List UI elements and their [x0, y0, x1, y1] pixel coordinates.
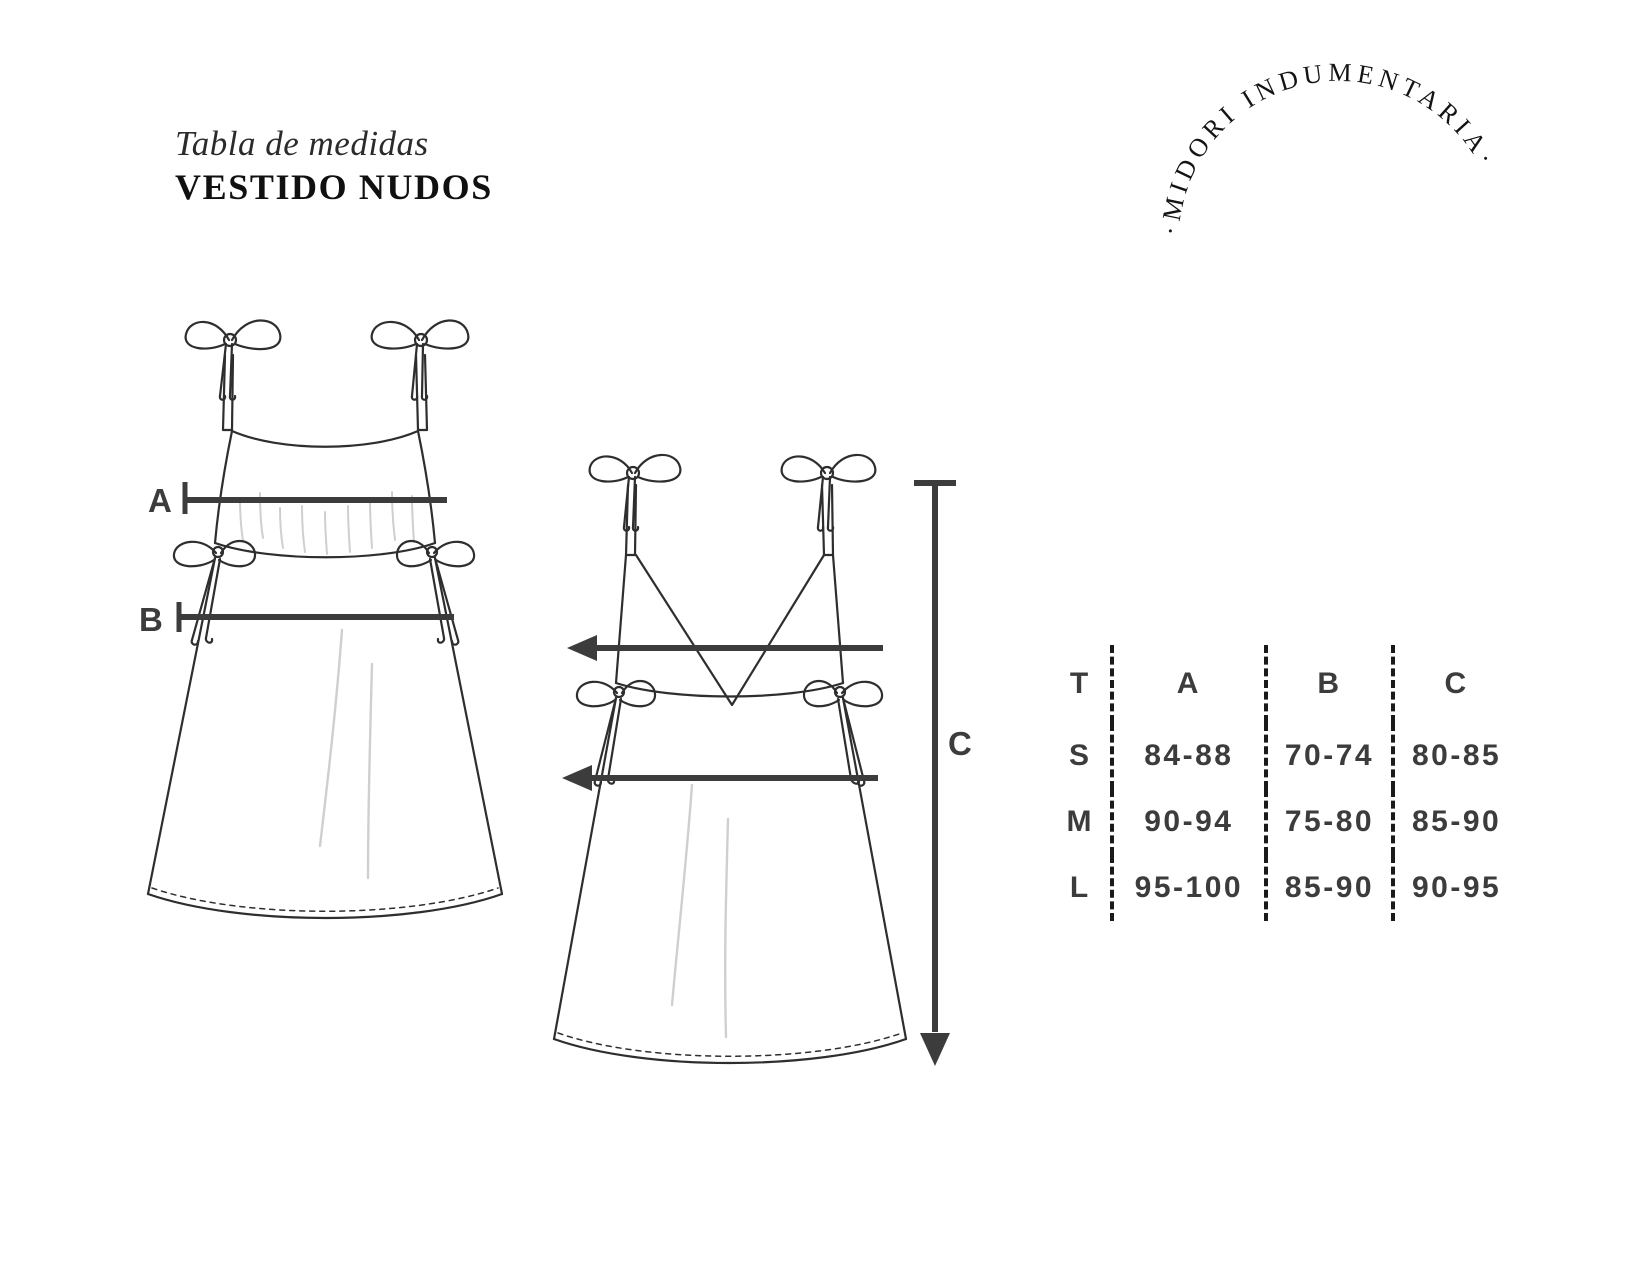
measure-arrow-c-icon	[914, 480, 956, 1066]
front-view-illustration	[146, 319, 504, 920]
back-view-illustration	[552, 453, 908, 1065]
measure-line-a	[182, 482, 447, 514]
cell-size: L	[1069, 871, 1089, 904]
measure-line-b	[176, 602, 454, 632]
cell-size: M	[1066, 805, 1092, 838]
table-header-row: T A B C	[1048, 645, 1518, 723]
brand-logo-arc-icon: ·MIDORI INDUMENTARIA·	[1156, 58, 1503, 237]
cell-b: 85-90	[1263, 855, 1394, 921]
table-row: M 90-94 75-80 85-90	[1048, 789, 1518, 855]
measure-arrow-back-upper	[567, 635, 883, 661]
size-chart-table: T A B C S 84-88 70-74 80-85 M 90-94 75-8…	[1048, 645, 1518, 985]
brand-logo: ·MIDORI INDUMENTARIA·	[1145, 55, 1525, 435]
cell-a: 84-88	[1110, 723, 1266, 789]
measurement-label-a: A	[148, 482, 172, 519]
page-title-main: VESTIDO NUDOS	[175, 166, 493, 207]
cell-c: 80-85	[1391, 723, 1518, 789]
measure-arrow-back-lower	[562, 765, 878, 791]
brand-logo-text: ·MIDORI INDUMENTARIA·	[1156, 58, 1498, 237]
cell-size: S	[1068, 739, 1089, 772]
table-header-b: B	[1263, 645, 1394, 723]
table-header-a: A	[1110, 645, 1266, 723]
table-header-c: C	[1391, 645, 1518, 723]
cell-c: 90-95	[1391, 855, 1518, 921]
measurement-label-c: C	[948, 725, 972, 762]
cell-b: 75-80	[1263, 789, 1394, 855]
page-title-eyebrow: Tabla de medidas	[175, 124, 429, 163]
table-row: L 95-100 85-90 90-95	[1048, 855, 1518, 921]
vestido-front-view	[120, 300, 540, 950]
cell-b: 70-74	[1263, 723, 1394, 789]
table-row: S 84-88 70-74 80-85	[1048, 723, 1518, 789]
measure-line-c	[900, 470, 970, 1070]
cell-c: 85-90	[1391, 789, 1518, 855]
cell-a: 90-94	[1110, 789, 1266, 855]
vestido-back-view	[540, 453, 960, 1095]
svg-text:·MIDORI INDUMENTARIA·: ·MIDORI INDUMENTARIA·	[1156, 58, 1503, 237]
cell-a: 95-100	[1110, 855, 1266, 921]
table-header-size: T	[1069, 667, 1089, 700]
page-title: Tabla de medidas VESTIDO NUDOS	[175, 125, 775, 207]
measurement-label-b: B	[139, 601, 163, 638]
measurements-table: T A B C S 84-88 70-74 80-85 M 90-94 75-8…	[1048, 645, 1518, 921]
